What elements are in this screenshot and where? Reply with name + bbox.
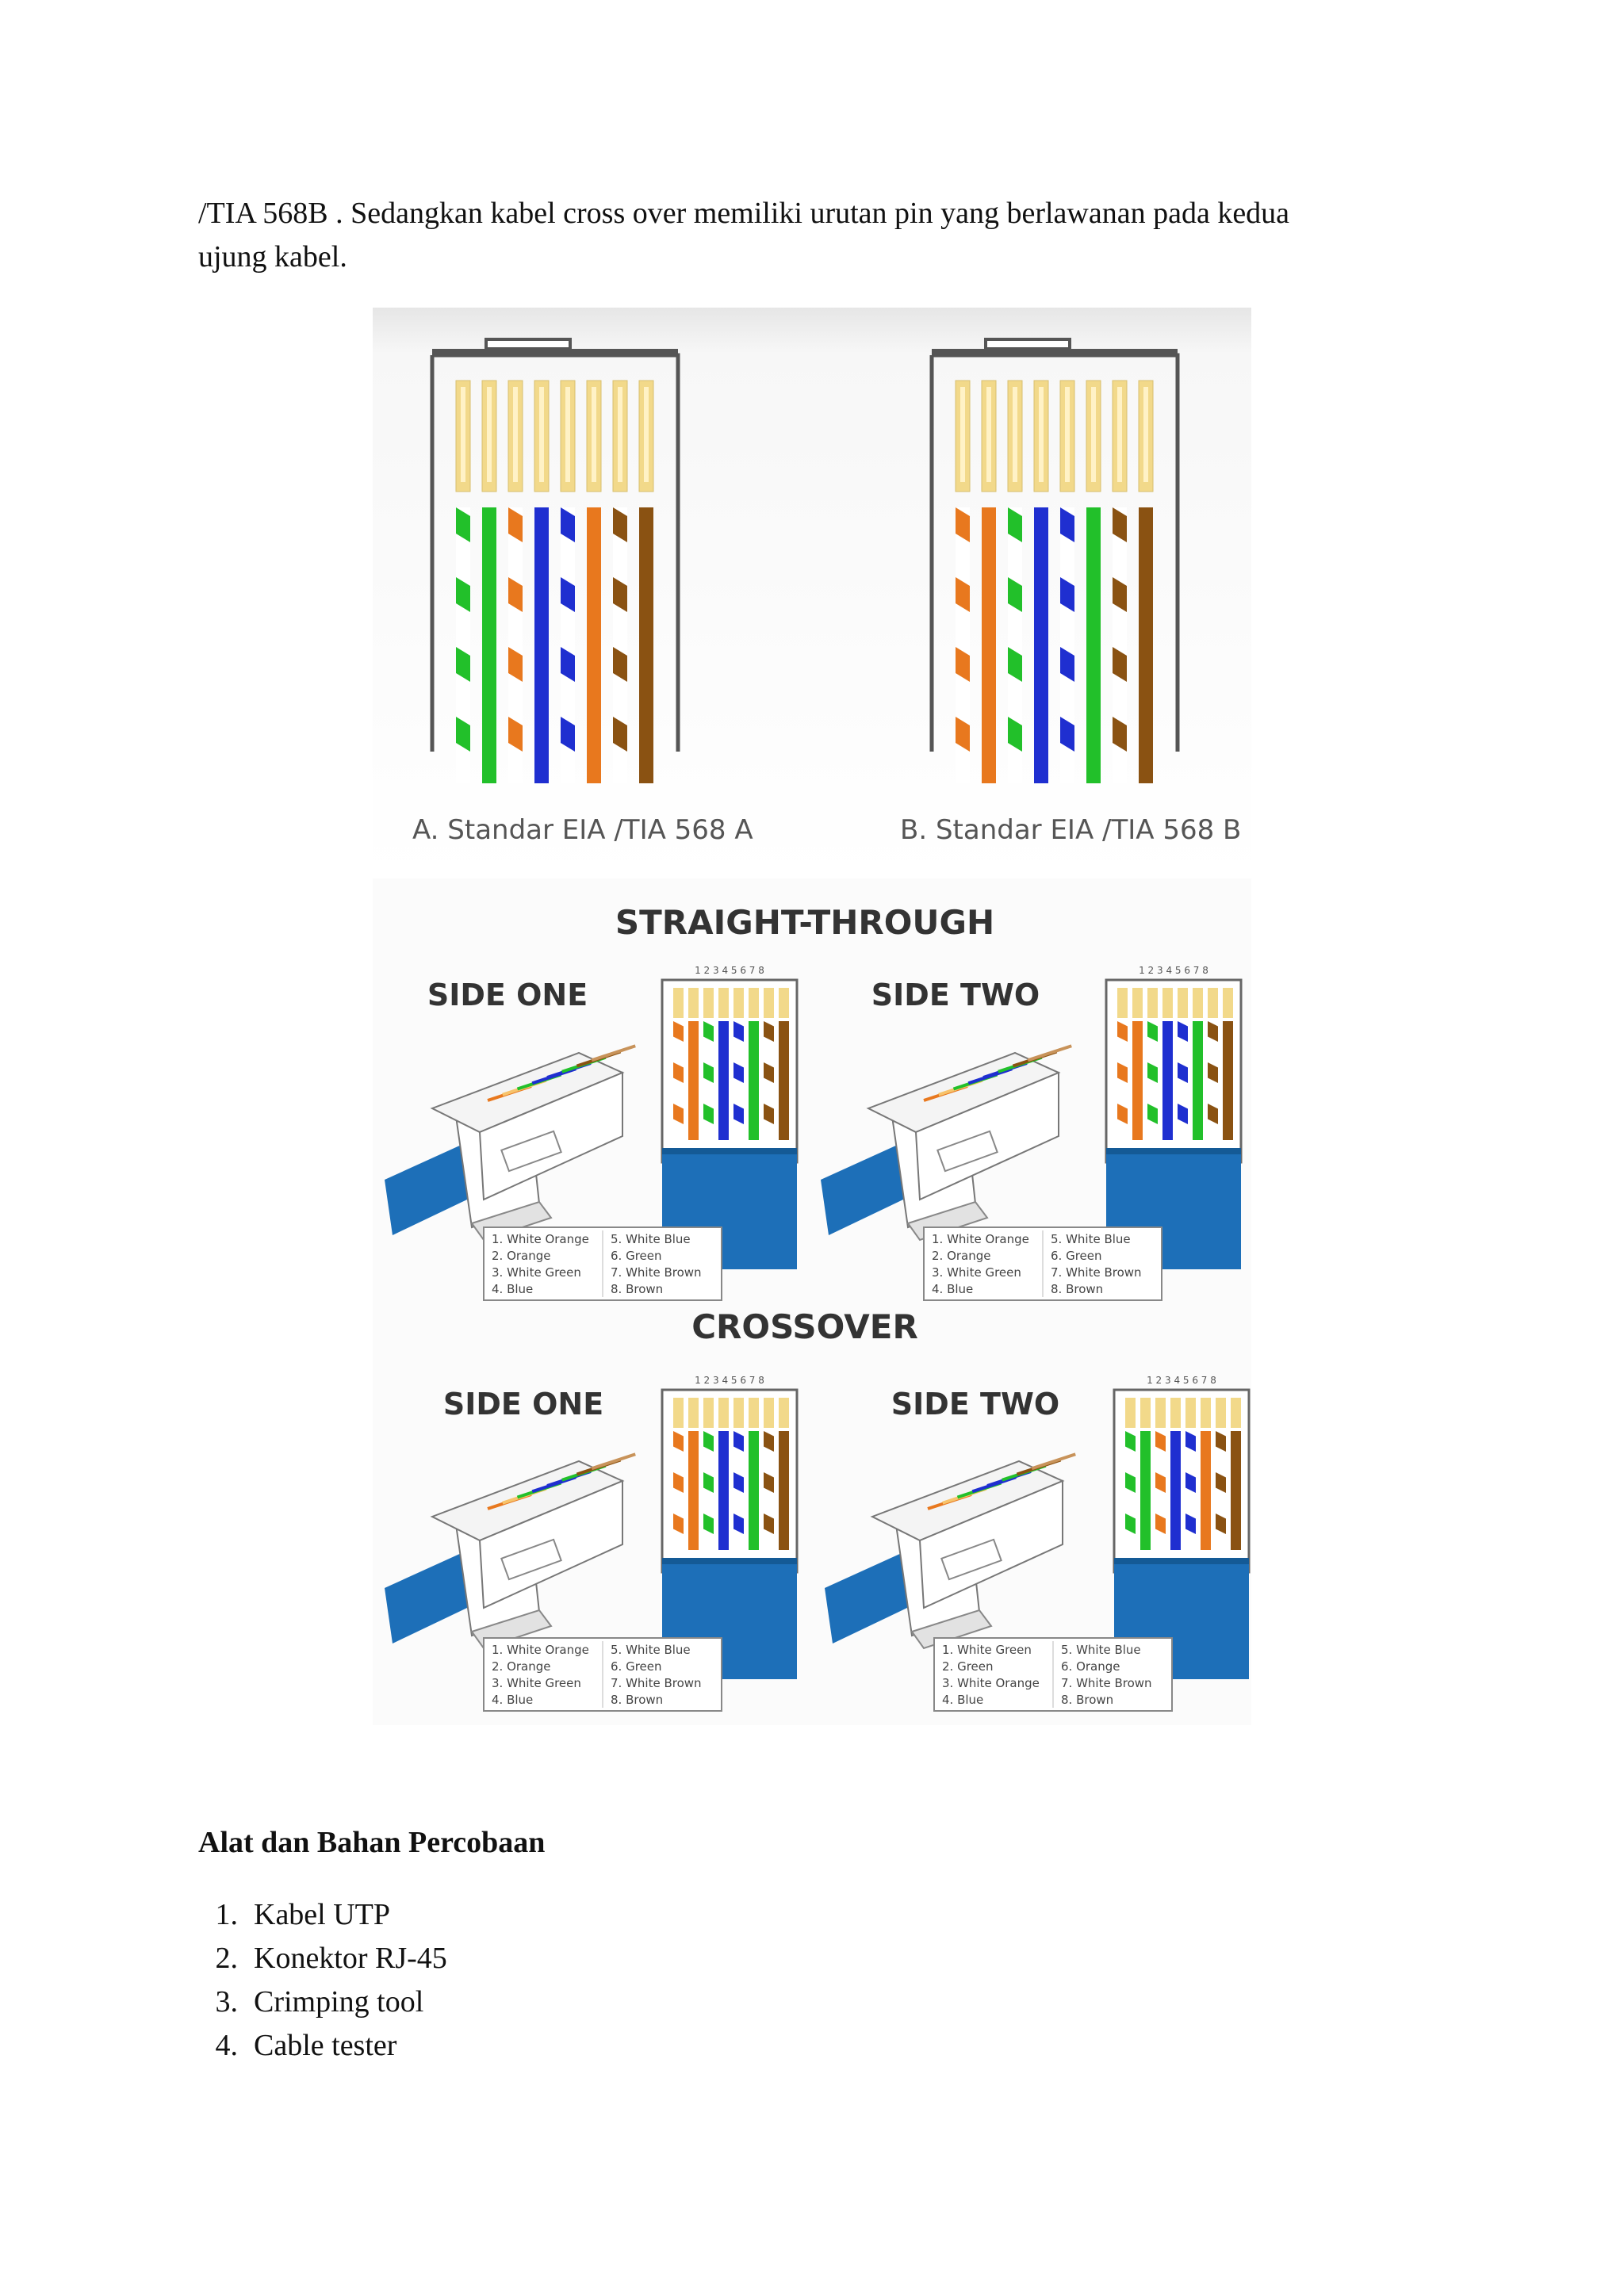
list-item-label: Cable tester — [254, 2029, 397, 2062]
svg-text:4. Blue: 4. Blue — [492, 1693, 533, 1707]
svg-text:5. White Blue: 5. White Blue — [1061, 1643, 1141, 1657]
connector-568b — [929, 338, 1180, 783]
svg-text:4. Blue: 4. Blue — [492, 1282, 533, 1296]
svg-text:8. Brown: 8. Brown — [611, 1693, 663, 1707]
list-item-number: 1. — [215, 1898, 239, 1931]
materials-list: 1. Kabel UTP 2. Konektor RJ-45 3. Crimping … — [198, 1893, 447, 2068]
svg-text:2. Orange: 2. Orange — [492, 1659, 551, 1674]
rj45-wiring-figure: A. Standar EIA /TIA 568 A B. Standar EIA… — [373, 308, 1251, 1725]
svg-text:3. White Green: 3. White Green — [932, 1265, 1021, 1280]
svg-text:2. Green: 2. Green — [942, 1659, 994, 1674]
svg-text:1 2 3 4 5 6 7 8: 1 2 3 4 5 6 7 8 — [1147, 1375, 1216, 1386]
svg-text:6. Green: 6. Green — [1051, 1249, 1102, 1263]
list-item-number: 4. — [215, 2029, 239, 2062]
svg-text:7. White Brown: 7. White Brown — [611, 1265, 702, 1280]
list-item-number: 3. — [215, 1985, 239, 2019]
svg-text:1 2 3 4 5 6 7 8: 1 2 3 4 5 6 7 8 — [695, 965, 764, 976]
svg-text:5. White Blue: 5. White Blue — [1051, 1232, 1131, 1246]
list-item: 3. Crimping tool — [198, 1980, 447, 2024]
body-paragraph: /TIA 568B . Sedangkan kabel cross over m… — [198, 192, 1429, 279]
svg-text:1. White Orange: 1. White Orange — [932, 1232, 1029, 1246]
svg-text:1. White Orange: 1. White Orange — [492, 1643, 589, 1657]
svg-text:4. Blue: 4. Blue — [932, 1282, 973, 1296]
svg-text:2. Orange: 2. Orange — [932, 1249, 991, 1263]
list-item-label: Kabel UTP — [254, 1898, 391, 1931]
svg-text:1 2 3 4 5 6 7 8: 1 2 3 4 5 6 7 8 — [1139, 965, 1208, 976]
straight-through-title: STRAIGHT-THROUGH — [615, 903, 994, 942]
svg-text:6. Green: 6. Green — [611, 1249, 662, 1263]
plug-illustrations — [385, 1044, 1076, 1650]
crossover-title: CROSSOVER — [691, 1307, 918, 1346]
svg-text:1. White Green: 1. White Green — [942, 1643, 1032, 1657]
svg-text:6. Green: 6. Green — [611, 1659, 662, 1674]
caption-568a: A. Standar EIA /TIA 568 A — [412, 814, 753, 846]
st-side-one-label: SIDE ONE — [427, 978, 588, 1012]
svg-text:7. White Brown: 7. White Brown — [1051, 1265, 1142, 1280]
wire-order-legends: 1. White Orange 5. White Blue 2. Orange 6. … — [483, 1226, 1173, 1712]
section-heading: Alat dan Bahan Percobaan — [198, 1826, 546, 1859]
svg-text:7. White Brown: 7. White Brown — [611, 1676, 702, 1690]
rj45-wiring-illustration: A. Standar EIA /TIA 568 A B. Standar EIA… — [373, 308, 1251, 1725]
st-side-two-label: SIDE TWO — [871, 978, 1040, 1012]
list-item-label: Konektor RJ-45 — [254, 1942, 447, 1975]
co-side-one-label: SIDE ONE — [443, 1387, 603, 1422]
paragraph-line-2: ujung kabel. — [198, 240, 347, 274]
svg-text:3. White Orange: 3. White Orange — [942, 1676, 1040, 1690]
list-item-label: Crimping tool — [254, 1985, 424, 2019]
svg-text:5. White Blue: 5. White Blue — [611, 1643, 691, 1657]
paragraph-line-1: /TIA 568B . Sedangkan kabel cross over m… — [198, 197, 1290, 230]
svg-text:1 2 3 4 5 6 7 8: 1 2 3 4 5 6 7 8 — [695, 1375, 764, 1386]
list-item: 2. Konektor RJ-45 — [198, 1937, 447, 1980]
svg-text:4. Blue: 4. Blue — [942, 1693, 983, 1707]
svg-text:3. White Green: 3. White Green — [492, 1265, 581, 1280]
svg-text:2. Orange: 2. Orange — [492, 1249, 551, 1263]
co-side-two-label: SIDE TWO — [891, 1387, 1059, 1422]
list-item: 4. Cable tester — [198, 2024, 447, 2068]
svg-text:6. Orange: 6. Orange — [1061, 1659, 1120, 1674]
svg-text:3. White Green: 3. White Green — [492, 1676, 581, 1690]
caption-568b: B. Standar EIA /TIA 568 B — [900, 814, 1241, 846]
list-item-number: 2. — [215, 1942, 239, 1975]
svg-text:1. White Orange: 1. White Orange — [492, 1232, 589, 1246]
svg-text:8. Brown: 8. Brown — [611, 1282, 663, 1296]
list-item: 1. Kabel UTP — [198, 1893, 447, 1937]
svg-text:8. Brown: 8. Brown — [1061, 1693, 1113, 1707]
svg-text:8. Brown: 8. Brown — [1051, 1282, 1103, 1296]
svg-text:5. White Blue: 5. White Blue — [611, 1232, 691, 1246]
connector-568a — [430, 338, 680, 783]
svg-text:7. White Brown: 7. White Brown — [1061, 1676, 1152, 1690]
